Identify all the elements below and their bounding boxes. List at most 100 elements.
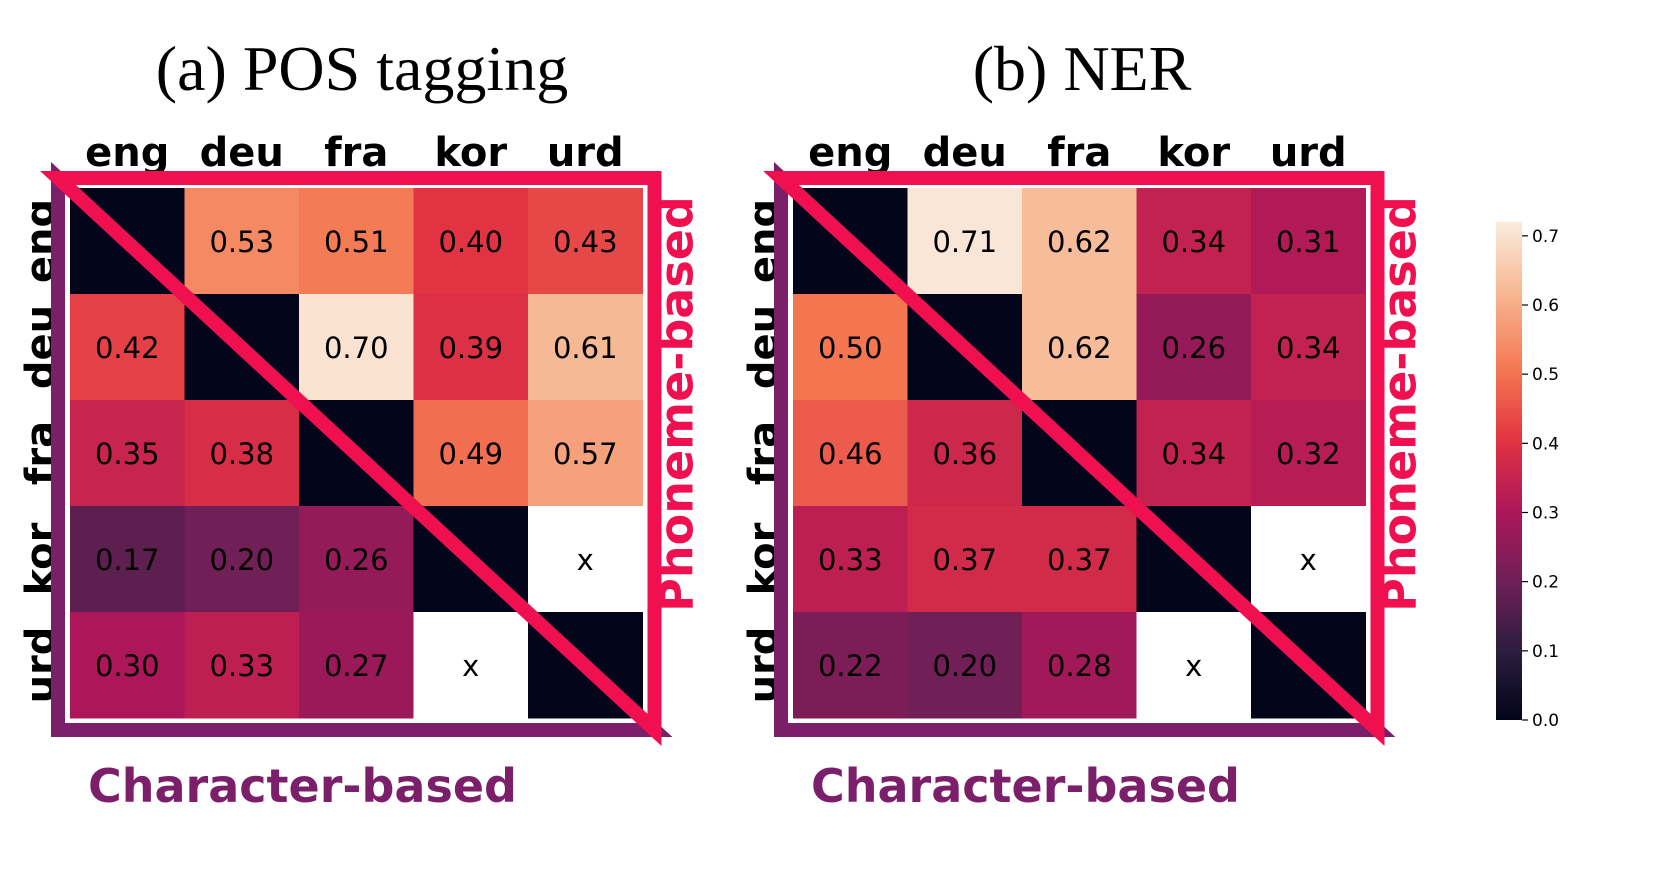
cell-value-label: 0.33 [818, 543, 883, 577]
cell-value-label: 0.31 [1276, 225, 1341, 259]
colorbar-gradient [1496, 222, 1522, 720]
cell-value-label: x [1185, 649, 1202, 683]
colorbar-tick-label: 0.6 [1532, 296, 1559, 316]
heatmap-cell [1251, 294, 1366, 401]
heatmap-cell [413, 400, 529, 507]
heatmap-cell [528, 294, 643, 401]
cell-value-label: 0.43 [553, 225, 618, 259]
cell-value-label: 0.51 [324, 225, 389, 259]
heatmap-cell [1022, 612, 1137, 719]
colorbar-tick-label: 0.3 [1532, 504, 1559, 524]
heatmap-ner: 0.71 0.62 0.34 0.31 0.50 0.62 0.26 0.34 0.46 0.36… [741, 130, 1427, 813]
heatmap-cell [907, 612, 1023, 719]
cell-value-label: 0.26 [324, 543, 389, 577]
heatmap-cell [528, 400, 643, 507]
heatmap-cell [1022, 294, 1137, 401]
heatmap-cell [1022, 188, 1137, 295]
cell-value-label: 0.50 [818, 331, 883, 365]
heatmap-cell [1136, 188, 1252, 295]
cell-value-label: 0.34 [1161, 437, 1226, 471]
cell-value-label: x [1300, 543, 1317, 577]
heatmap-cell [793, 506, 908, 613]
cell-value-label: 0.26 [1161, 331, 1226, 365]
heatmap-cell [299, 612, 414, 719]
column-tick-label: deu [923, 130, 1007, 176]
phoneme-based-label: Phoneme-based [1373, 196, 1427, 612]
cell-value-label: 0.17 [95, 543, 160, 577]
cell-value-label: 0.27 [324, 649, 389, 683]
heatmap-cell [528, 188, 643, 295]
heatmap-cell [793, 400, 908, 507]
cell-value-label: 0.71 [932, 225, 997, 259]
cell-value-label: 0.37 [1047, 543, 1112, 577]
cell-value-label: 0.22 [818, 649, 883, 683]
cell-value-label: 0.57 [553, 437, 618, 471]
heatmap-cell [793, 612, 908, 719]
cell-value-label: 0.20 [209, 543, 274, 577]
heatmap-cell [184, 506, 300, 613]
column-tick-label: fra [324, 130, 388, 176]
cell-value-label: 0.37 [932, 543, 997, 577]
heatmap-cell [1251, 188, 1366, 295]
cell-value-label: 0.36 [932, 437, 997, 471]
heatmap-cell [299, 188, 414, 295]
heatmap-cell [1136, 400, 1252, 507]
cell-value-label: 0.40 [438, 225, 503, 259]
heatmap-cell [184, 612, 300, 719]
heatmap-cell [1251, 400, 1366, 507]
colorbar-tick-label: 0.1 [1532, 642, 1559, 662]
cell-value-label: 0.35 [95, 437, 160, 471]
cell-value-label: 0.62 [1047, 225, 1112, 259]
cell-value-label: 0.38 [209, 437, 274, 471]
heatmap-cell [70, 400, 185, 507]
heatmap-cell [793, 294, 908, 401]
column-tick-label: deu [200, 130, 284, 176]
heatmap-cell [1136, 612, 1252, 719]
heatmap-cell [70, 294, 185, 401]
cell-value-label: 0.61 [553, 331, 618, 365]
colorbar: 0.00.10.20.30.40.50.60.7 [1496, 222, 1559, 731]
colorbar-tick-label: 0.7 [1532, 227, 1559, 247]
colorbar-tick-label: 0.0 [1532, 711, 1559, 731]
column-tick-label: eng [85, 130, 169, 176]
column-tick-label: urd [547, 130, 624, 176]
heatmap-cell [413, 612, 529, 719]
cell-value-label: 0.49 [438, 437, 503, 471]
heatmap-cell [184, 400, 300, 507]
column-tick-label: kor [1157, 130, 1230, 176]
heatmap-cell [70, 612, 185, 719]
heatmap-cell [1136, 294, 1252, 401]
character-based-label: Character-based [811, 759, 1240, 813]
cell-value-label: 0.20 [932, 649, 997, 683]
heatmap-cell [184, 188, 300, 295]
column-tick-label: fra [1047, 130, 1111, 176]
heatmap-cell [1251, 506, 1366, 613]
heatmap-cell [413, 188, 529, 295]
heatmap-cell [907, 188, 1023, 295]
heatmap-cell [528, 506, 643, 613]
cell-value-label: 0.33 [209, 649, 274, 683]
cell-value-label: 0.39 [438, 331, 503, 365]
phoneme-based-triangle [763, 171, 1385, 747]
heatmap-cell [299, 294, 414, 401]
cell-value-label: 0.46 [818, 437, 883, 471]
character-based-label: Character-based [88, 759, 517, 813]
cell-value-label: 0.42 [95, 331, 160, 365]
colorbar-tick-label: 0.5 [1532, 365, 1559, 385]
cell-value-label: 0.28 [1047, 649, 1112, 683]
heatmap-cell [907, 506, 1023, 613]
cell-value-label: x [577, 543, 594, 577]
cell-value-label: 0.62 [1047, 331, 1112, 365]
cell-value-label: 0.70 [324, 331, 389, 365]
cell-value-label: 0.34 [1276, 331, 1341, 365]
phoneme-based-label: Phoneme-based [650, 196, 704, 612]
phoneme-based-triangle [40, 171, 662, 747]
column-tick-label: urd [1270, 130, 1347, 176]
colorbar-tick-label: 0.4 [1532, 434, 1559, 454]
cell-value-label: 0.30 [95, 649, 160, 683]
panel-a-title: (a) POS tagging [156, 33, 568, 104]
heatmap-cell [299, 506, 414, 613]
cell-value-label: 0.32 [1276, 437, 1341, 471]
